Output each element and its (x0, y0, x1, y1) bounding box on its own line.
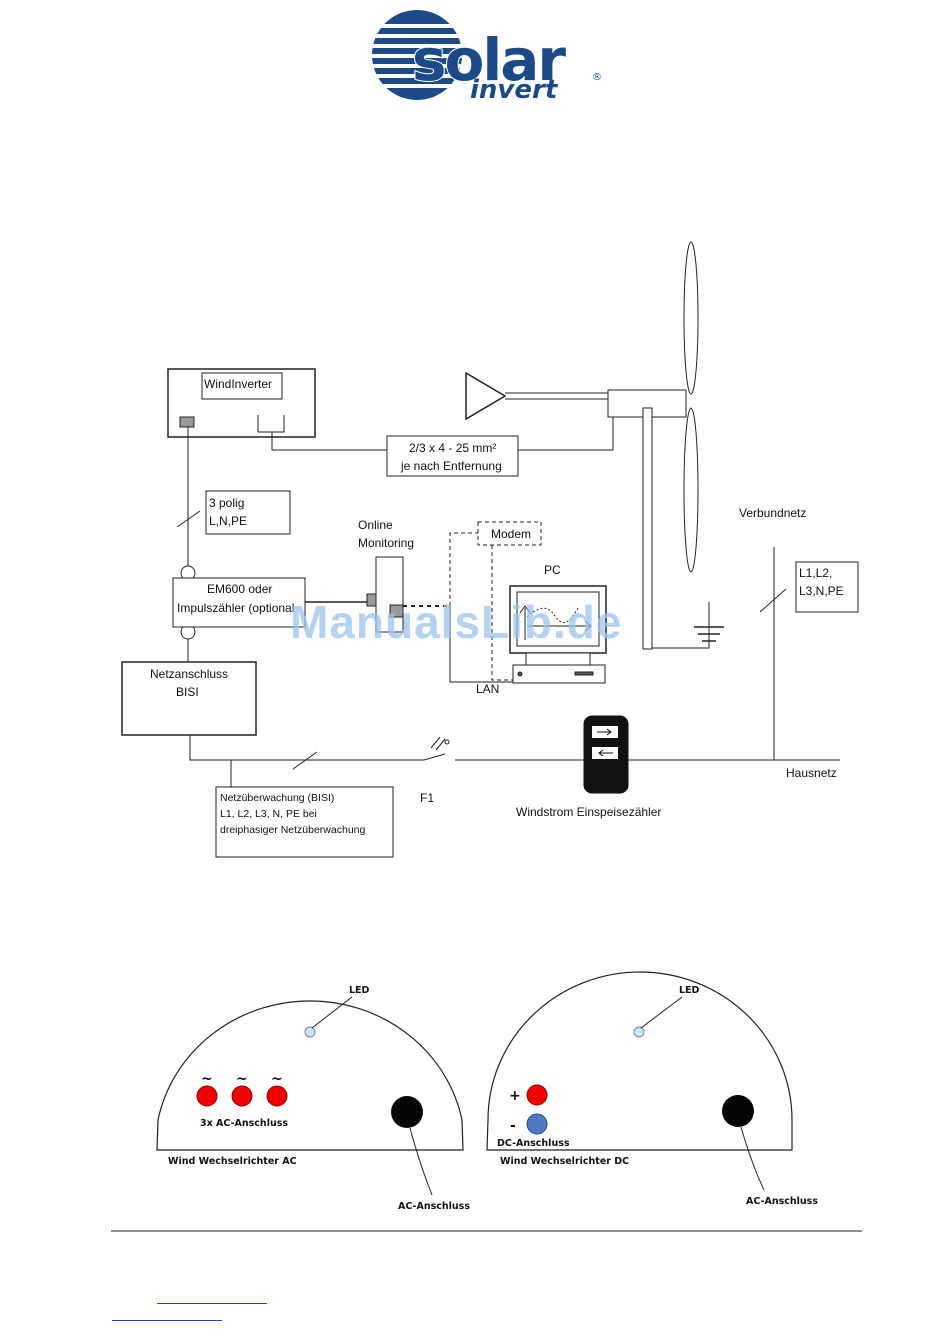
ac-output-socket (391, 1096, 423, 1128)
netzanschluss-line2: BISI (176, 685, 199, 699)
led-icon (304, 1026, 316, 1038)
logo-registered-mark: ® (592, 72, 602, 83)
ac-tilde-1: ~ (201, 1071, 213, 1087)
logo-word-solar: solar (412, 26, 566, 94)
turbine-tower (642, 407, 653, 650)
turbine-blade-lower (683, 407, 699, 573)
dc-title: Wind Wechselrichter DC (500, 1156, 629, 1167)
netzueberwachung-line3: dreiphasiger Netzüberwachung (220, 824, 365, 836)
dc-output-label: AC-Anschluss (746, 1196, 818, 1207)
ac-tilde-3: ~ (271, 1071, 283, 1087)
solarinvert-logo: solar invert ® (372, 10, 602, 105)
dc-led-label: LED (679, 985, 700, 996)
ac-socket-red-2 (231, 1085, 253, 1107)
em600-box (172, 577, 306, 628)
em600-line1: EM600 oder (207, 582, 272, 596)
ac-inputs-label: 3x AC-Anschluss (200, 1118, 288, 1129)
dc-socket-minus (526, 1113, 548, 1135)
phases-box (795, 561, 859, 613)
em600-line2: Impulszähler (optional (177, 601, 294, 615)
f1-label: F1 (420, 791, 434, 805)
ac-output-label: AC-Anschluss (398, 1201, 470, 1212)
netzueberwachung-line1: Netzüberwachung (BISI) (220, 792, 334, 804)
watermark: ManualsLib.de (290, 596, 622, 648)
lan-label: LAN (476, 682, 499, 696)
einspeisezaehler-meter-icon (583, 715, 629, 794)
online-monitoring-line2: Monitoring (358, 536, 414, 550)
dc-socket-plus (526, 1084, 548, 1106)
online-monitoring-line1: Online (358, 518, 393, 532)
f1-switch-icon (423, 736, 585, 761)
three-pole-box (205, 490, 291, 535)
three-pole-line2: L,N,PE (209, 514, 247, 528)
dc-inverter-panel: LED + - DC-Anschluss Wind Wechselrichter… (486, 971, 818, 1207)
cable-spec-line1: 2/3 x 4 - 25 mm² (409, 441, 496, 455)
ac-panel-outline (156, 1000, 464, 1151)
wind-turbine (465, 241, 699, 650)
ac-socket-red-3 (266, 1085, 288, 1107)
phases-line2: L3,N,PE (799, 584, 844, 598)
ground-icon (652, 602, 724, 649)
ac-title: Wind Wechselrichter AC (168, 1156, 297, 1167)
netzueberwachung-line2: L1, L2, L3, N, PE bei (220, 808, 317, 820)
logo-word-invert: invert (470, 75, 559, 105)
modem-box (477, 521, 542, 546)
einspeisezaehler-label: Windstrom Einspeisezähler (516, 805, 661, 819)
online-monitoring-box (375, 556, 404, 633)
ac-inverter-panel: LED ~ ~ ~ 3x AC-Anschluss Wind Wechselri… (156, 985, 470, 1212)
cable-spec-box (386, 435, 519, 477)
ac-tilde-2: ~ (236, 1071, 248, 1087)
netzanschluss-box (121, 661, 257, 736)
diagram-labels: WindInverter 2/3 x 4 - 25 mm² je nach En… (150, 377, 844, 836)
windinverter-label: WindInverter (204, 377, 272, 391)
netzanschluss-line1: Netzanschluss (150, 667, 228, 681)
turbine-blade-upper (683, 241, 699, 395)
ac-led-label: LED (349, 985, 370, 996)
turbine-tail-vane (465, 371, 507, 421)
ac-socket-red-1 (196, 1085, 218, 1107)
footer-link-2[interactable] (112, 1320, 222, 1321)
modem-label: Modem (491, 527, 531, 541)
verbundnetz-label: Verbundnetz (739, 506, 806, 520)
netzueberwachung-box (215, 786, 394, 858)
phases-line1: L1,L2, (799, 566, 832, 580)
hausnetz-label: Hausnetz (786, 766, 837, 780)
wiring-diagram (121, 241, 859, 858)
dc-panel-outline (486, 971, 793, 1151)
sun-globe-icon (372, 10, 462, 100)
pc-icon (509, 585, 607, 684)
dc-output-socket (722, 1095, 754, 1127)
footer-link-1[interactable] (157, 1303, 267, 1304)
dc-plus-label: + (509, 1088, 521, 1104)
three-pole-line1: 3 polig (209, 496, 244, 510)
dc-minus-label: - (510, 1118, 516, 1134)
led-icon (633, 1026, 645, 1038)
dc-inputs-label: DC-Anschluss (497, 1138, 570, 1149)
pc-label: PC (544, 563, 561, 577)
cable-spec-line2: je nach Entfernung (400, 459, 502, 473)
